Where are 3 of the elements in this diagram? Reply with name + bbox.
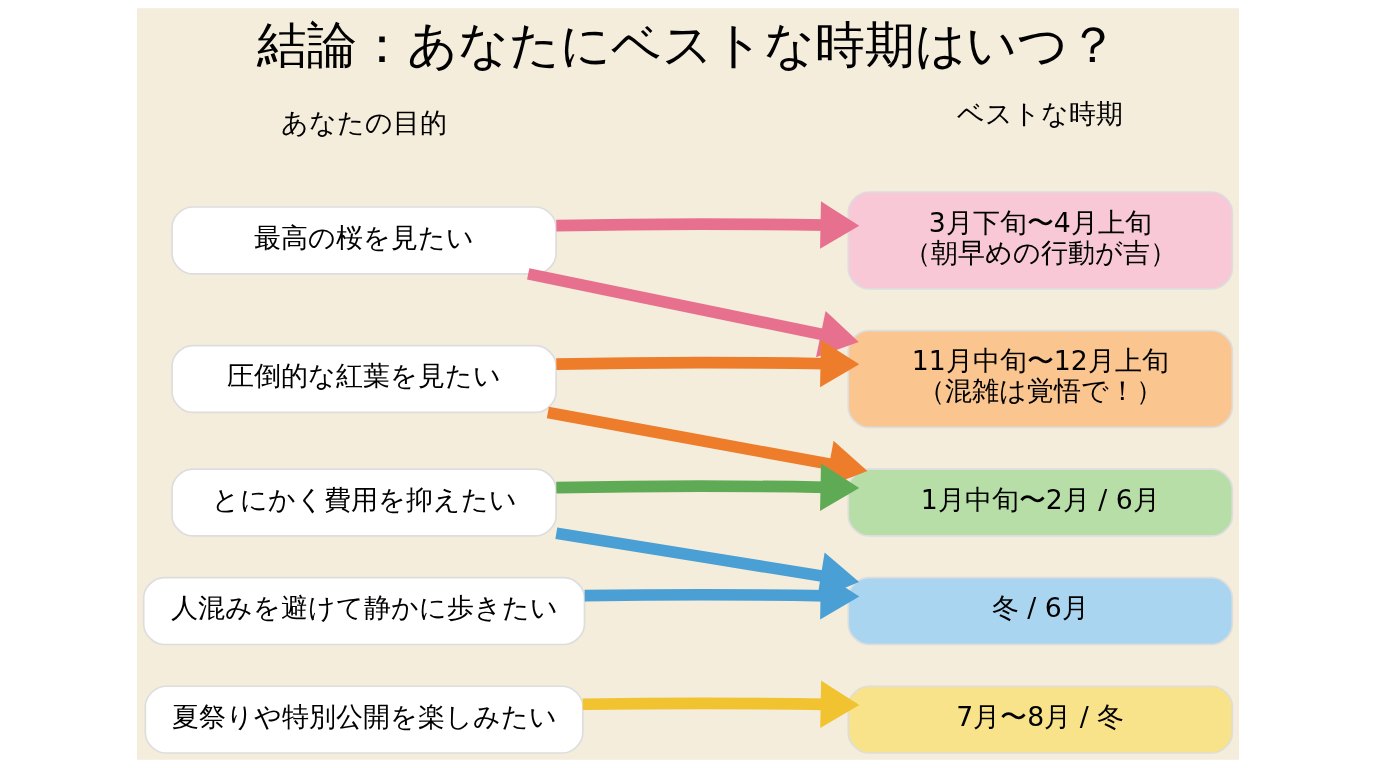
label: ベストな時期 — [957, 98, 1124, 130]
diagram-title: 結論：あなたにベストな時期はいつ？ — [257, 15, 1119, 74]
label: あなたの目的 — [281, 106, 448, 138]
